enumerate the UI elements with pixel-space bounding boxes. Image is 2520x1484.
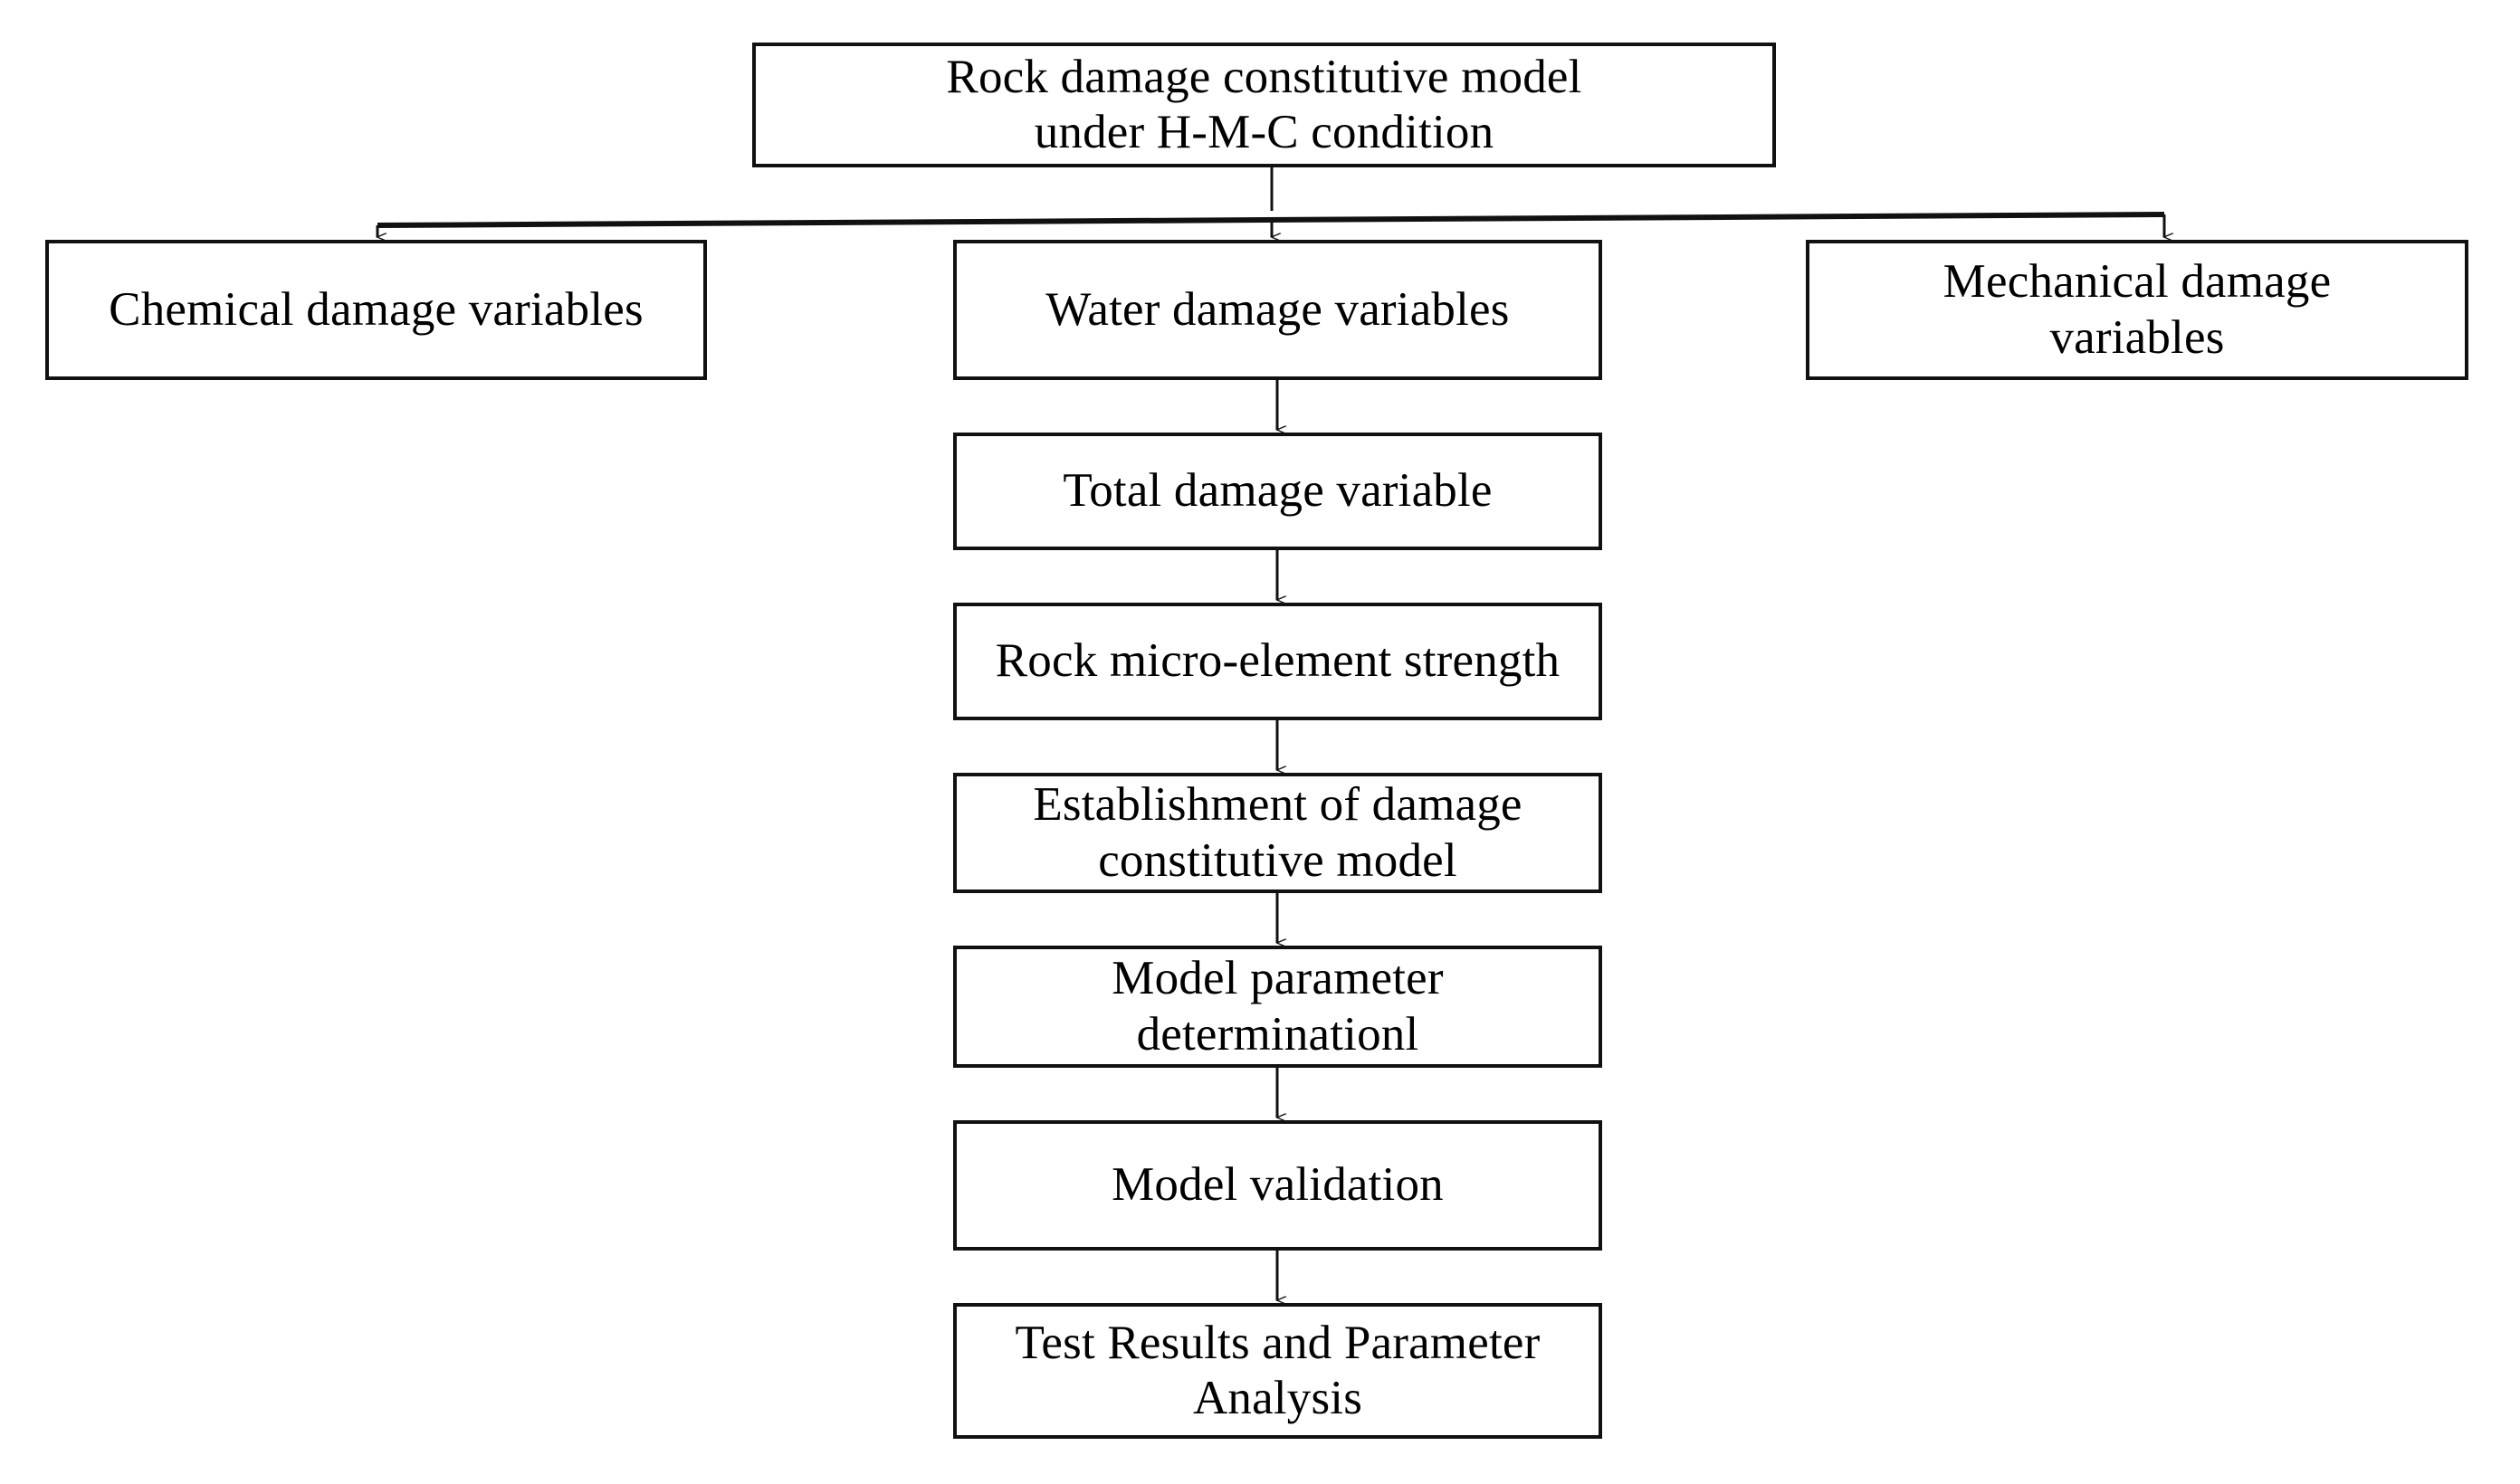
node-model-parameter-determination[interactable]: Model parameter determinationl (953, 946, 1602, 1068)
node-model-validation[interactable]: Model validation (953, 1120, 1602, 1251)
node-mechanical-damage-variables-label: Mechanical damage variables (1942, 255, 2332, 364)
node-test-results-and-parameter-analysis[interactable]: Test Results and Parameter Analysis (953, 1303, 1602, 1439)
edge-distribution-bar (377, 212, 2165, 228)
node-total-damage-variable-label: Total damage variable (1063, 464, 1493, 518)
node-mechanical-damage-variables[interactable]: Mechanical damage variables (1806, 240, 2468, 380)
node-root[interactable]: Rock damage constitutive model under H-M… (752, 43, 1776, 167)
node-chemical-damage-variables[interactable]: Chemical damage variables (45, 240, 707, 380)
node-water-damage-variables-label: Water damage variables (1045, 282, 1510, 336)
node-model-parameter-determination-label: Model parameter determinationl (1112, 952, 1444, 1061)
node-water-damage-variables[interactable]: Water damage variables (953, 240, 1602, 380)
node-rock-micro-element-strength[interactable]: Rock micro-element strength (953, 603, 1602, 720)
node-rock-micro-element-strength-label: Rock micro-element strength (995, 634, 1561, 688)
node-chemical-damage-variables-label: Chemical damage variables (109, 282, 644, 336)
node-model-validation-label: Model validation (1112, 1158, 1444, 1212)
node-establishment-of-damage-constitutive-model-label: Establishment of damage constitutive mod… (1033, 778, 1522, 887)
node-root-label: Rock damage constitutive model under H-M… (946, 50, 1582, 158)
node-establishment-of-damage-constitutive-model[interactable]: Establishment of damage constitutive mod… (953, 773, 1602, 893)
node-test-results-and-parameter-analysis-label: Test Results and Parameter Analysis (1015, 1316, 1541, 1424)
node-total-damage-variable[interactable]: Total damage variable (953, 433, 1602, 550)
